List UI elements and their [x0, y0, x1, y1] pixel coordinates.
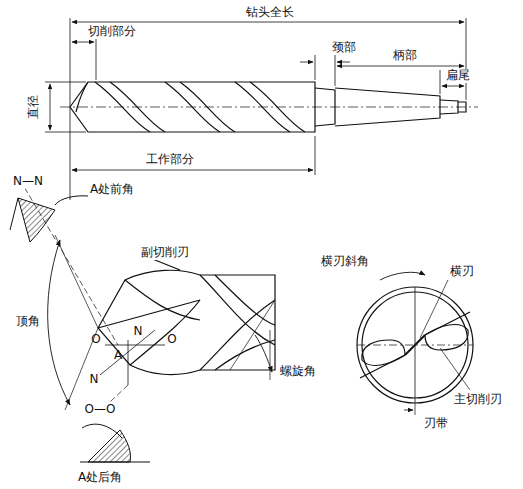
part-label: 直径: [27, 94, 40, 120]
part-label: N—N: [12, 175, 44, 188]
part-label: 螺旋角: [279, 365, 317, 378]
part-label: N: [89, 373, 100, 386]
part-label: 扁尾: [445, 69, 471, 82]
part-label: 刃带: [423, 417, 449, 430]
part-label: 顶角: [15, 315, 41, 328]
part-label: 主切削刃: [453, 393, 503, 406]
part-label: 横刃斜角: [320, 255, 370, 268]
part-label: 副切削刃: [140, 246, 190, 259]
part-label: O: [166, 333, 177, 346]
part-label: O—O: [84, 403, 117, 416]
part-label: 钻头全长: [245, 6, 295, 19]
part-label: A: [113, 349, 123, 362]
part-label: A处后角: [77, 471, 123, 484]
part-label: 横刃: [449, 265, 475, 278]
part-label: 柄部: [392, 49, 418, 62]
part-label: N: [133, 325, 144, 338]
part-label: 切削部分: [87, 25, 137, 38]
part-label: 颈部: [331, 41, 357, 54]
part-label: A处前角: [89, 183, 135, 196]
part-label: 工作部分: [145, 153, 195, 166]
part-label: O: [90, 333, 101, 346]
